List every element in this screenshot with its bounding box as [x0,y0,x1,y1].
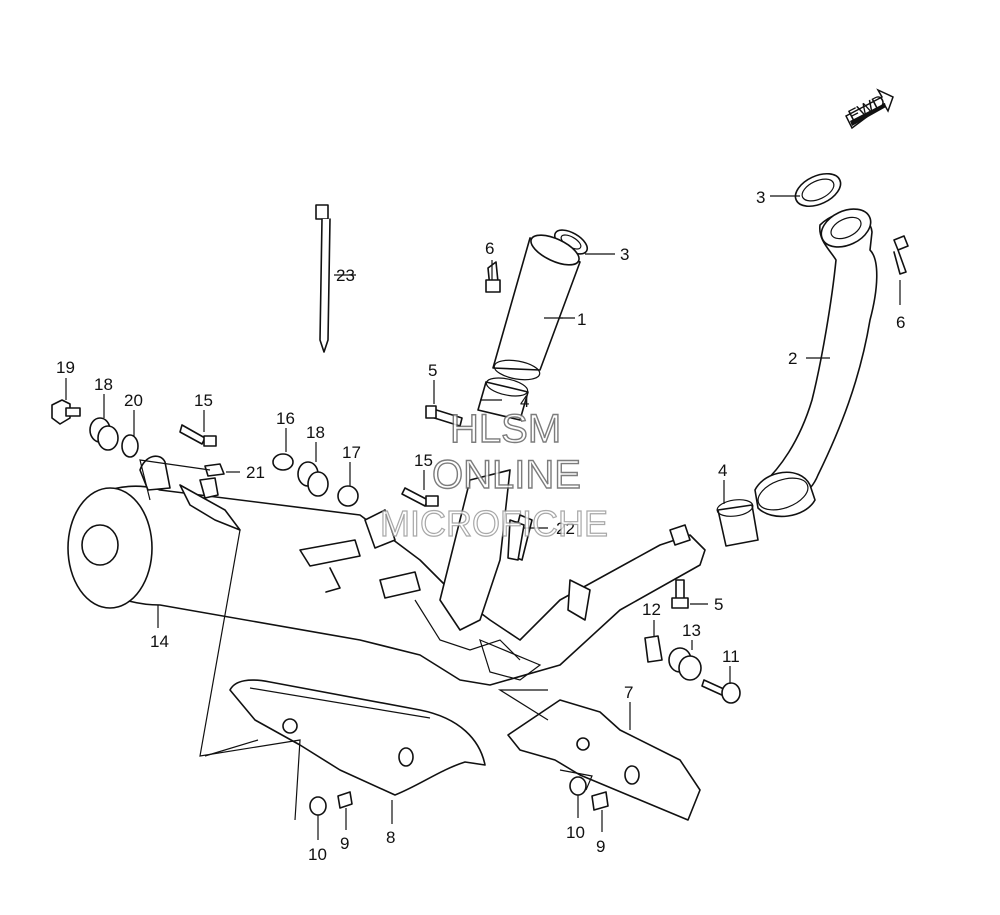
header-pipe-left-part [492,234,581,381]
heat-shield-right-part [507,699,701,821]
callout-11: 11 [722,647,740,666]
callout-15-middle: 15 [414,451,433,470]
callout-23: 23 [336,266,355,285]
header-pipe-right-part [754,208,878,518]
callout-8: 8 [386,828,395,847]
watermark: HLSM ONLINE MICROFICHE [379,406,608,544]
callout-9-right: 9 [596,837,605,856]
callout-18-right: 18 [306,423,325,442]
callout-22: 22 [556,519,575,538]
callout-4-upper: 4 [520,392,529,411]
watermark-line2: ONLINE [432,453,581,497]
fwd-arrow-icon: FWD [845,88,894,130]
callout-3-middle: 3 [620,245,629,264]
callout-7: 7 [624,683,633,702]
fwd-label: FWD [845,91,888,126]
sleeve-right-part [716,499,759,547]
callout-5-lower: 5 [714,595,723,614]
callout-13: 13 [682,621,701,640]
callout-5-upper: 5 [428,361,437,380]
watermark-line1: HLSM [450,407,561,451]
callout-2: 2 [788,349,797,368]
gasket-right-part [794,172,842,208]
callouts: 23 1 3 6 3 6 2 4 4 5 15 22 5 12 13 11 7 … [56,188,905,864]
muffler-assembly-part [67,455,706,686]
callout-6-right: 6 [896,313,905,332]
callout-20: 20 [124,391,143,410]
callout-18-left: 18 [94,375,113,394]
callout-9-left: 9 [340,834,349,853]
callout-10-left: 10 [308,845,327,864]
cable-tie-part [315,204,331,353]
bolt-middle-part [485,261,501,293]
callout-16: 16 [276,409,295,428]
heat-shield-left-part [229,679,486,796]
callout-1: 1 [577,310,586,329]
callout-19: 19 [56,358,75,377]
callout-3-right: 3 [756,188,765,207]
callout-4-right: 4 [718,461,727,480]
callout-6-middle: 6 [485,239,494,258]
callout-10-right: 10 [566,823,585,842]
bolt-right-part [893,235,909,275]
sleeve-upper-part [477,377,529,421]
watermark-line3: MICROFICHE [380,503,608,544]
callout-12: 12 [642,600,661,619]
callout-14: 14 [150,632,169,651]
callout-15-left: 15 [194,391,213,410]
leader-lines [65,195,901,840]
callout-21: 21 [246,463,265,482]
callout-17: 17 [342,443,361,462]
